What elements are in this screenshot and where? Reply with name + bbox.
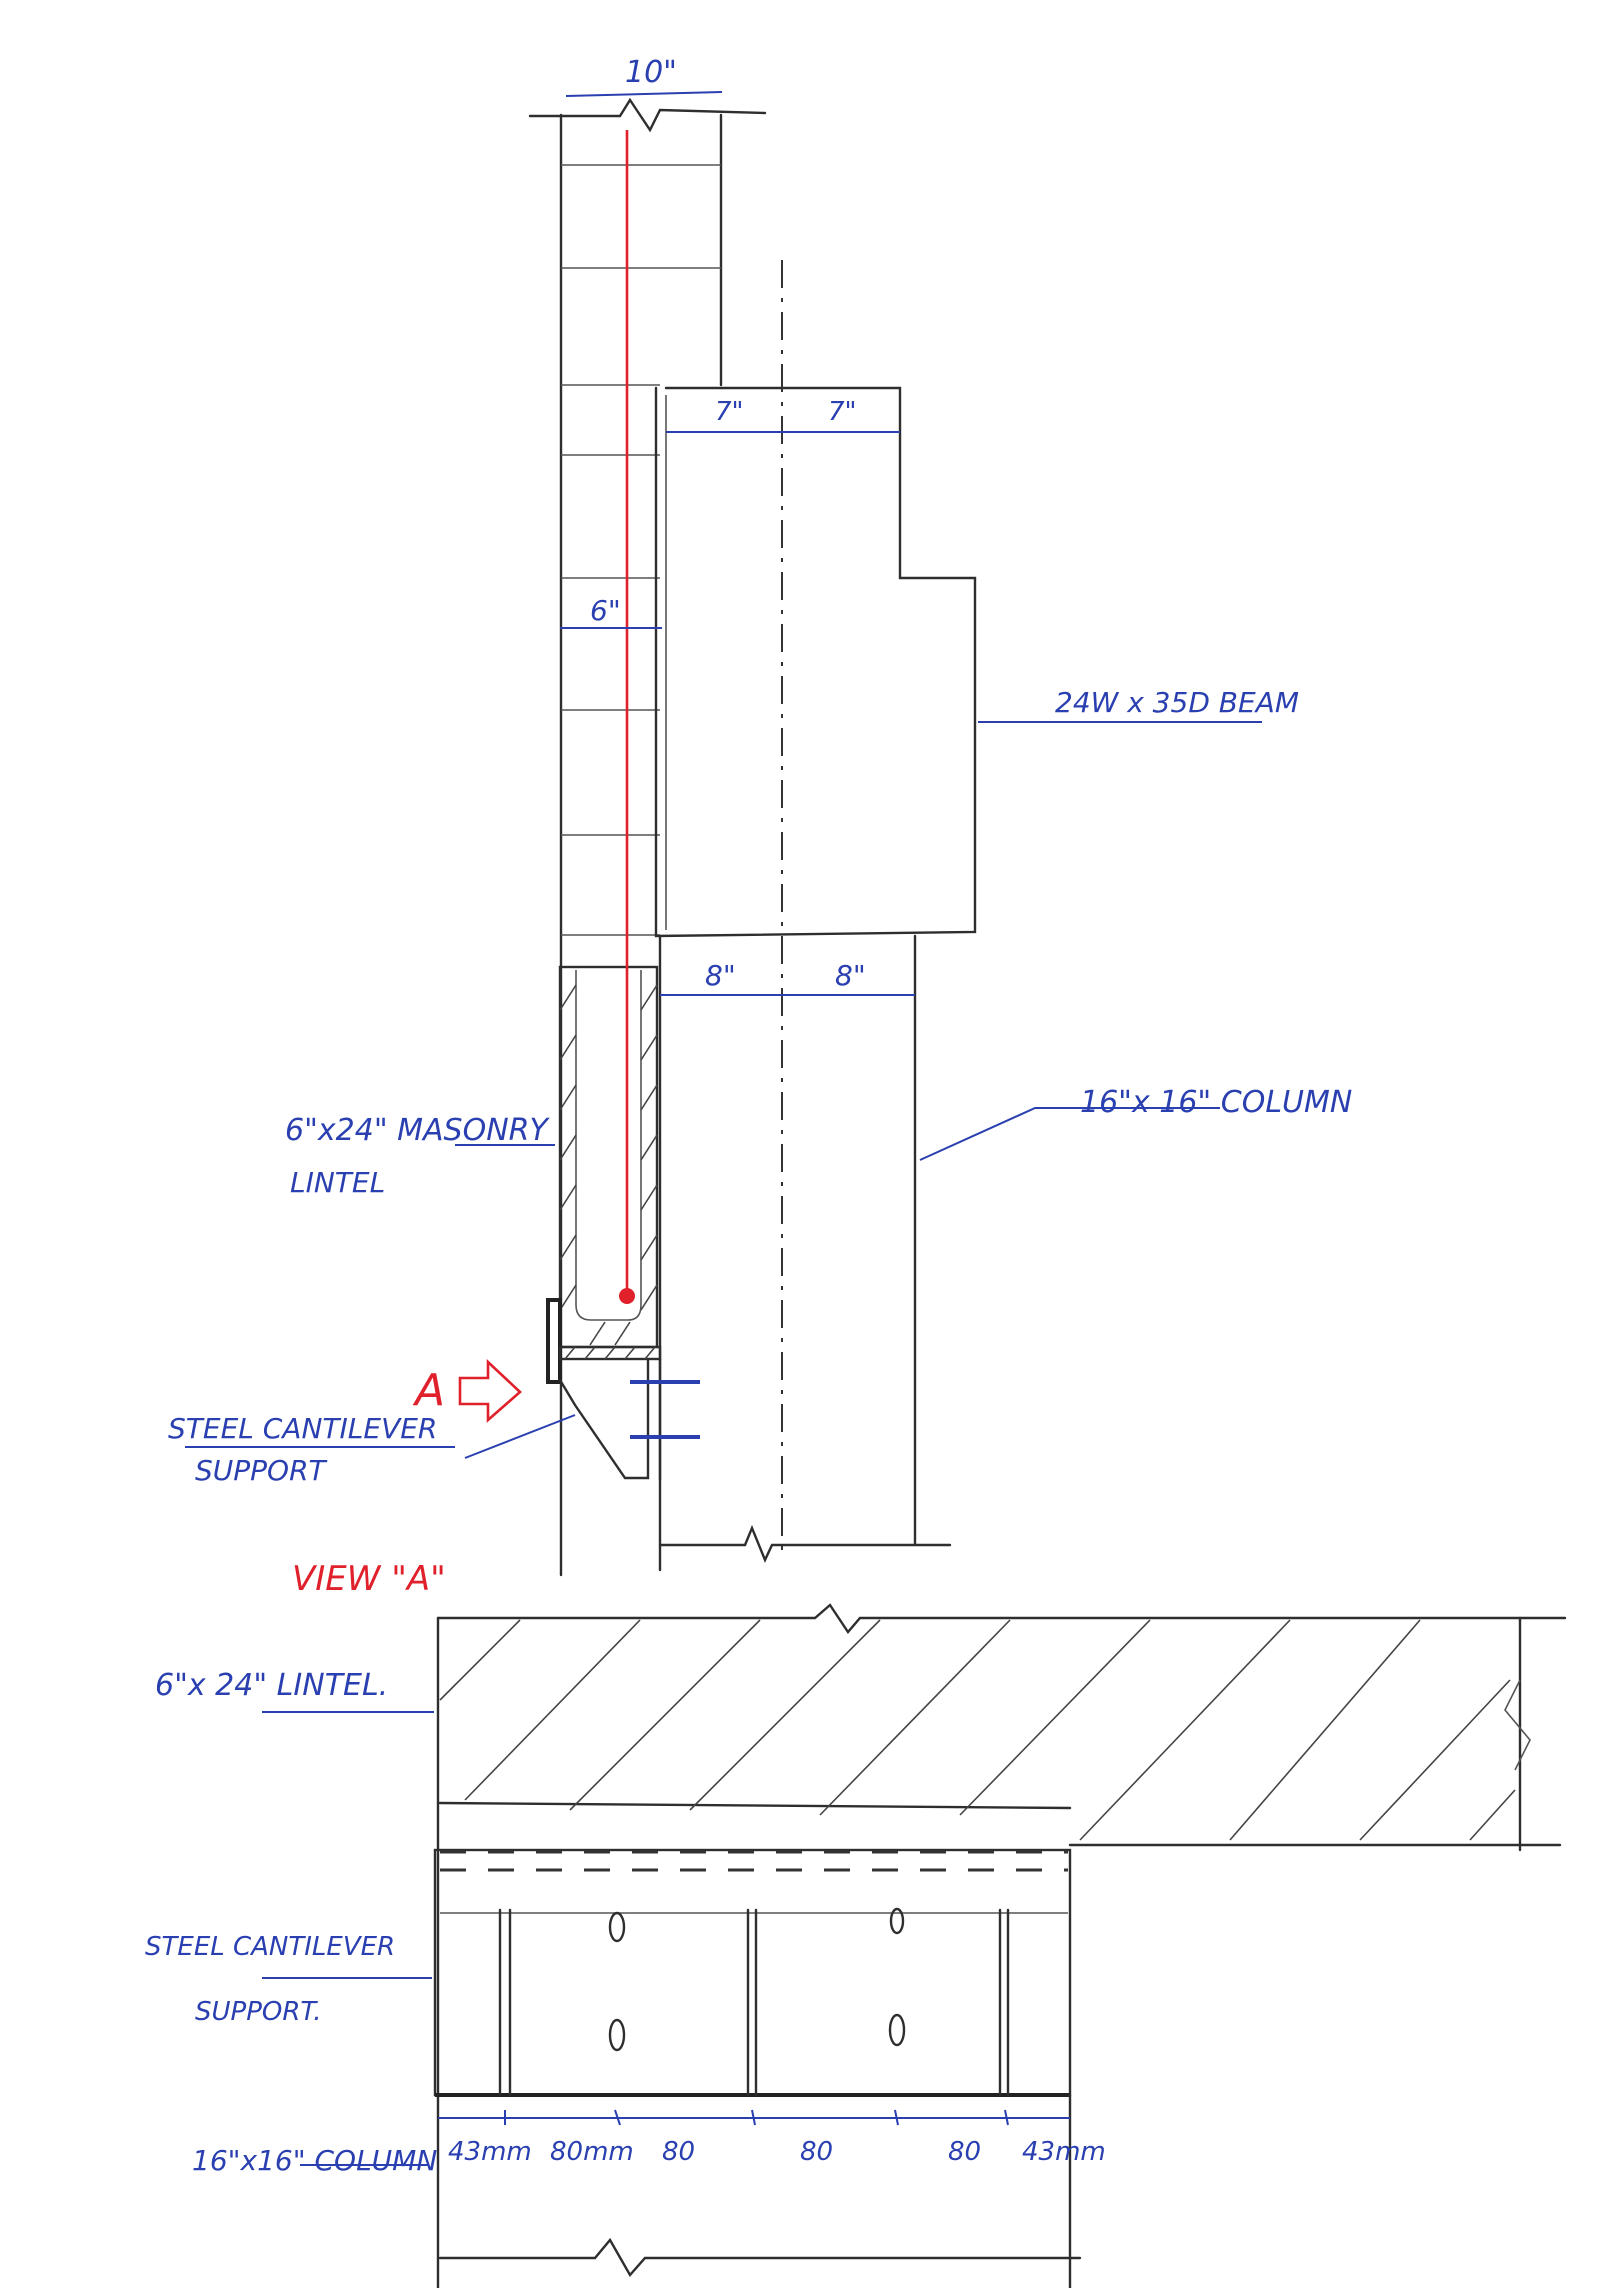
masonry-lintel-section — [558, 965, 659, 1349]
view-a-lintel — [436, 1603, 1567, 2288]
view-a-title: VIEW "A" — [292, 1559, 446, 1599]
dim-beam-left: 7" — [715, 397, 744, 427]
label-column: 16"x 16" COLUMN — [1080, 1085, 1352, 1120]
dim-chain-6: 43mm — [1022, 2137, 1106, 2167]
dim-chain-2: 80mm — [550, 2137, 634, 2167]
view-a-support-plate — [433, 1848, 1072, 2097]
masonry-wall — [528, 97, 767, 1577]
label-masonry-lintel-1: 6"x24" MASONRY — [285, 1113, 550, 1148]
svg-text:A: A — [412, 1365, 445, 1416]
dim-column-right: 8" — [835, 959, 866, 992]
label-view-a-lintel: 6"x 24" LINTEL. — [155, 1668, 388, 1703]
view-a-dimension-chain — [438, 2109, 1070, 2126]
leader-lines-view-a — [262, 1711, 434, 2166]
steel-cantilever-section — [546, 1298, 700, 1482]
dim-chain-1: 43mm — [448, 2137, 532, 2167]
leader-lines-section — [185, 721, 1262, 1459]
dim-wall-width: 10" — [625, 55, 677, 90]
dim-chain-4: 80 — [800, 2137, 833, 2167]
view-a-marker: A — [412, 1358, 522, 1423]
dim-chain-3: 80 — [662, 2137, 695, 2167]
view-a-column — [438, 2093, 1082, 2288]
label-support-2: SUPPORT — [195, 1454, 328, 1487]
dimension-lines-section — [560, 91, 915, 996]
column-outline — [658, 934, 952, 1572]
label-beam: 24W x 35D BEAM — [1055, 686, 1299, 719]
label-masonry-lintel-2: LINTEL — [290, 1166, 385, 1199]
dim-lintel-width: 6" — [590, 594, 621, 627]
dim-column-left: 8" — [705, 959, 736, 992]
label-view-a-support-2: SUPPORT. — [195, 1997, 321, 2027]
beam-outline — [654, 386, 977, 938]
label-view-a-support-1: STEEL CANTILEVER — [145, 1932, 395, 1962]
dim-chain-5: 80 — [948, 2137, 981, 2167]
label-support-1: STEEL CANTILEVER — [168, 1412, 437, 1445]
dim-beam-right: 7" — [828, 397, 857, 427]
rebar-marker — [619, 130, 635, 1304]
label-view-a-column: 16"x16" COLUMN — [192, 2144, 437, 2177]
